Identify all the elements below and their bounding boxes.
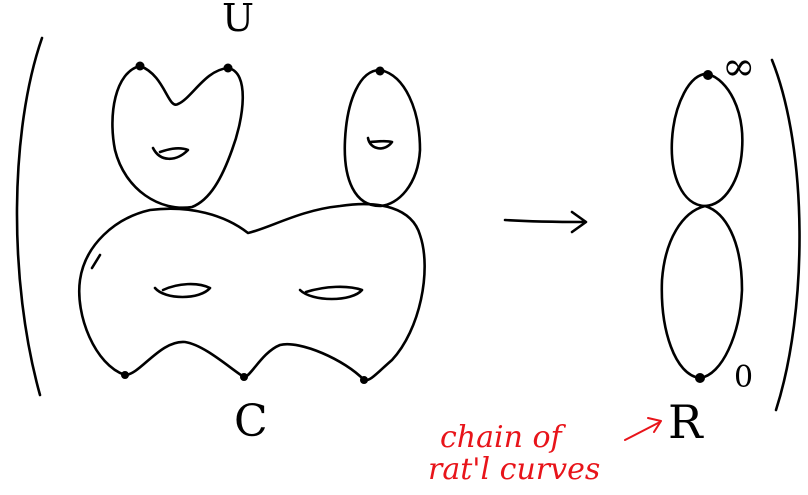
label-target: R [668, 395, 703, 449]
hole-bottom-right [300, 287, 362, 299]
stroke-accent [92, 255, 100, 268]
target-point-top [703, 70, 713, 80]
annotation-line-2: rat'l curves [428, 452, 600, 487]
bottom-component [79, 204, 424, 380]
target-lower-curve [662, 206, 742, 378]
marked-point [240, 373, 248, 381]
label-zero: 0 [734, 360, 753, 395]
marked-point [121, 371, 129, 379]
label-top-curve: U [222, 0, 254, 40]
top-left-component [112, 66, 242, 208]
right-parenthesis [772, 60, 800, 410]
annotation-arrow [625, 418, 661, 440]
left-parenthesis [17, 38, 42, 395]
hole-top-left [153, 148, 188, 159]
hole-top-right [368, 138, 392, 148]
hole-bottom-left [155, 284, 210, 297]
label-bottom-curve: C [234, 396, 268, 447]
target-point-bottom [695, 373, 705, 383]
target-upper-curve [672, 74, 743, 206]
annotation-line-1: chain of [440, 420, 562, 455]
label-infinity: ∞ [722, 44, 755, 90]
marked-point [376, 67, 385, 76]
marked-point [360, 376, 368, 384]
marked-point [136, 62, 145, 71]
marked-point [224, 64, 233, 73]
map-arrow [505, 212, 586, 232]
top-right-component [345, 70, 420, 206]
